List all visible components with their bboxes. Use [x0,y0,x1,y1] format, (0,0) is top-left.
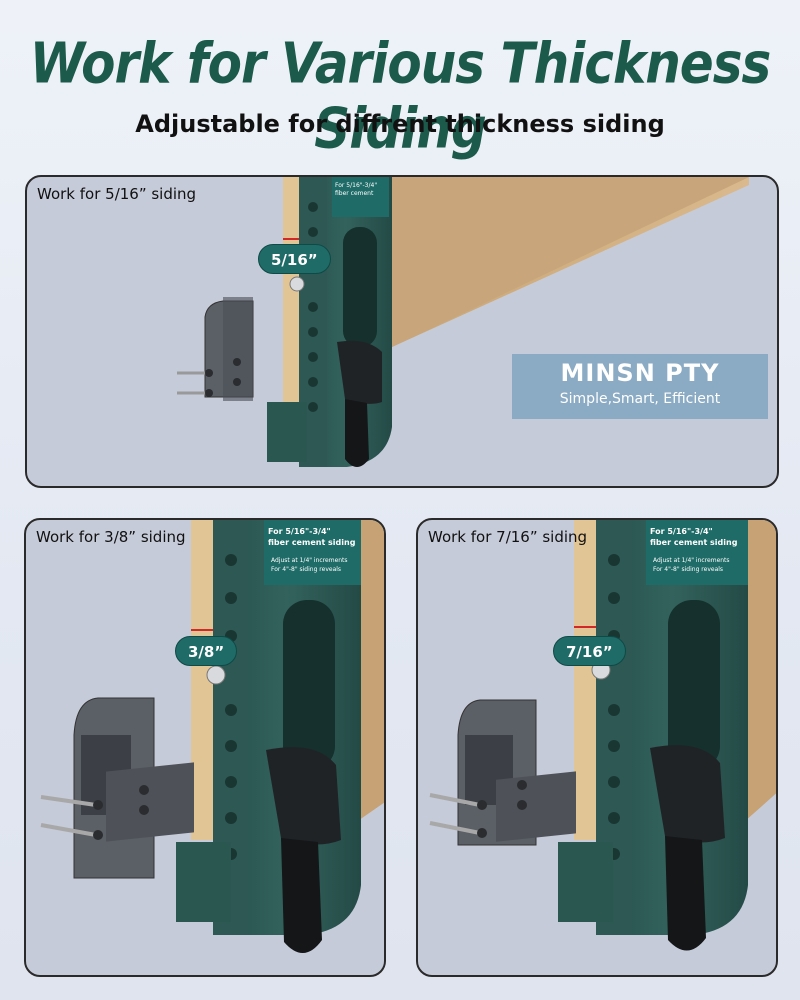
svg-text:For 4"-8" siding reveals: For 4"-8" siding reveals [653,566,723,573]
panel-label: Work for 3/8” siding [36,528,186,546]
panel-label: Work for 7/16” siding [428,528,588,546]
panel-5-16-illustration: For 5/16"-3/4" fiber cement [177,177,749,467]
brand-watermark: MINSN PTY Simple,Smart, Efficient [512,354,768,419]
siding-strip [191,520,213,840]
svg-text:fiber cement siding: fiber cement siding [268,538,356,547]
svg-text:For 5/16"-3/4": For 5/16"-3/4" [335,182,377,189]
svg-text:For 4"-8" siding reveals: For 4"-8" siding reveals [271,566,341,573]
brand-name: MINSN PTY [560,359,720,387]
adjust-holes [225,554,237,860]
svg-text:fiber cement siding: fiber cement siding [650,538,738,547]
panel-7-16-illustration: For 5/16"-3/4" fiber cement siding Adjus… [429,520,776,951]
thickness-badge-5-16: 5/16” [258,244,331,274]
panel-5-16-siding: For 5/16"-3/4" fiber cement Work for 5/1… [25,175,779,488]
thickness-badge-7-16: 7/16” [553,636,626,666]
panel-3-8-siding: For 5/16"-3/4" fiber cement siding Adjus… [24,518,386,977]
siding-strip [283,177,299,407]
panel-7-16-siding: For 5/16"-3/4" fiber cement siding Adjus… [416,518,778,977]
page-title: Work for Various Thickness Siding [29,31,771,161]
adjust-holes [308,202,318,412]
svg-text:fiber cement: fiber cement [335,190,374,197]
panel-label: Work for 5/16” siding [37,185,197,203]
svg-text:For 5/16"-3/4": For 5/16"-3/4" [268,527,331,536]
svg-text:Adjust at 1/4" increments: Adjust at 1/4" increments [653,557,730,564]
adjust-holes [608,554,620,860]
siding-strip [574,520,596,840]
brand-slogan: Simple,Smart, Efficient [559,391,721,407]
page-subtitle: Adjustable for diffrent thickness siding [135,110,665,138]
svg-text:For 5/16"-3/4": For 5/16"-3/4" [650,527,713,536]
thickness-badge-3-8: 3/8” [175,636,238,666]
panel-3-8-illustration: For 5/16"-3/4" fiber cement siding Adjus… [40,520,384,954]
svg-text:Adjust at 1/4" increments: Adjust at 1/4" increments [271,557,348,564]
